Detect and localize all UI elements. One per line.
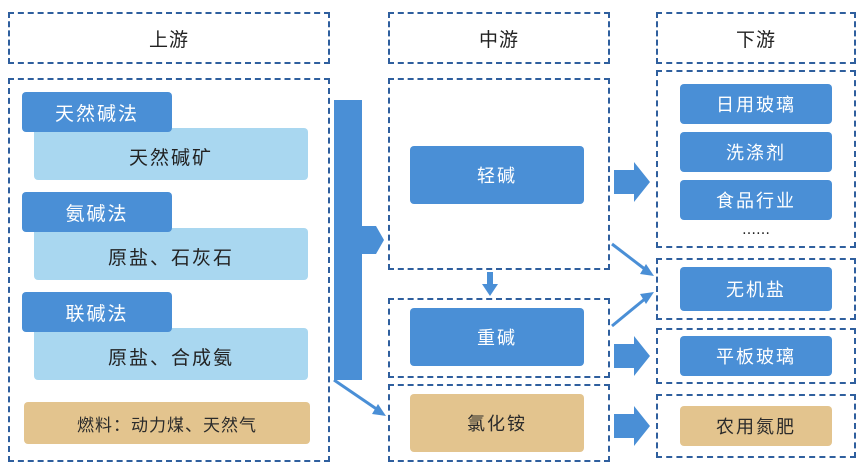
- method-1-material: 天然碱矿: [34, 128, 308, 180]
- method-3-material: 原盐、合成氨: [34, 328, 308, 380]
- inorganic-salt-panel: [656, 258, 856, 320]
- inorganic-salt-box: 无机盐: [680, 267, 832, 311]
- downstream-header: 下游: [656, 12, 856, 64]
- downstream-header-label: 下游: [735, 28, 776, 51]
- ammonium-to-fertilizer-arrow: [614, 406, 650, 446]
- heavy-to-flat-glass-arrow: [614, 336, 650, 376]
- light-to-inorganic-line: [611, 242, 647, 272]
- upstream-to-ammonium-line: [333, 378, 379, 412]
- use-daily-glass: 日用玻璃: [680, 84, 832, 124]
- upstream-header-label: 上游: [148, 28, 189, 51]
- light-soda-uses-panel: [656, 70, 856, 248]
- midstream-header-label: 中游: [478, 28, 519, 51]
- upstream-panel: [8, 78, 330, 462]
- ellipsis-text: ……: [742, 222, 770, 238]
- ammonium-chloride-panel: [388, 384, 610, 462]
- fuel-box: 燃料：动力煤、天然气: [24, 402, 310, 444]
- light-to-uses-arrow: [614, 162, 650, 202]
- use-food-industry: 食品行业: [680, 180, 832, 220]
- upstream-to-ammonium-arrowhead: [372, 404, 386, 416]
- heavy-soda-box: 重碱: [410, 308, 584, 366]
- use-detergent: 洗涤剂: [680, 132, 832, 172]
- method-2-material: 原盐、石灰石: [34, 228, 308, 280]
- ammonium-chloride-box: 氯化铵: [410, 394, 584, 452]
- midstream-header: 中游: [388, 12, 610, 64]
- heavy-soda-panel: [388, 298, 610, 378]
- flat-glass-box: 平板玻璃: [680, 336, 832, 376]
- light-to-heavy-shaft: [487, 272, 493, 284]
- upstream-header: 上游: [8, 12, 330, 64]
- light-to-heavy-arrowhead: [482, 284, 498, 296]
- fertilizer-panel: [656, 394, 856, 458]
- light-to-inorganic-arrowhead: [640, 264, 654, 276]
- method-3-name: 联碱法: [22, 292, 172, 332]
- heavy-to-inorganic-arrowhead: [640, 292, 654, 304]
- light-soda-box: 轻碱: [410, 146, 584, 204]
- flat-glass-panel: [656, 328, 856, 384]
- heavy-to-inorganic-line: [611, 296, 647, 328]
- light-soda-panel: [388, 78, 610, 270]
- method-2-name: 氨碱法: [22, 192, 172, 232]
- method-1-name: 天然碱法: [22, 92, 172, 132]
- upstream-to-light-soda-arrow: [334, 100, 384, 380]
- fertilizer-box: 农用氮肥: [680, 406, 832, 446]
